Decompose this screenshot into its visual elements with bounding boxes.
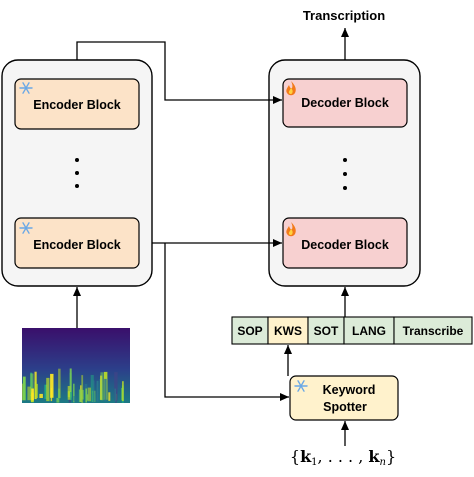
- encoder-block-bottom: [14, 217, 140, 269]
- decoder-block-top-label: Decoder Block: [301, 96, 389, 110]
- token-sop-label: SOP: [237, 324, 262, 338]
- arrow-encoder-to-spotter: [164, 243, 289, 401]
- keyword-spotter-box: [289, 375, 399, 421]
- decoder-block-bottom-label: Decoder Block: [301, 238, 389, 252]
- token-sot-label: SOT: [314, 324, 339, 338]
- arrow-encoder-to-decoder-top: [76, 41, 282, 104]
- snowflake-icon: [19, 82, 33, 94]
- token-sot-box: [307, 316, 345, 345]
- encoder-block-bottom-label: Encoder Block: [33, 238, 121, 252]
- token-lang-label: LANG: [352, 324, 386, 338]
- token-lang-box: [343, 316, 395, 345]
- token-transcribe-label: Transcribe: [403, 324, 464, 338]
- keyword-spotter-line2: Spotter: [323, 400, 367, 414]
- snowflake-icon: [19, 222, 33, 234]
- fire-icon: [286, 81, 296, 96]
- keywords-set: {k1, . . . , kn}: [290, 447, 396, 468]
- encoder-block-top-label: Encoder Block: [33, 98, 121, 112]
- token-kws-label: KWS: [274, 324, 302, 338]
- token-sequence: SOP KWS SOT LANG Transcribe: [231, 316, 473, 345]
- encoder-block-top: [14, 78, 140, 130]
- keyword-spotter-line1: Keyword: [323, 383, 376, 397]
- token-kws-box: [267, 316, 309, 345]
- encoder-ellipsis: [75, 158, 79, 188]
- fire-icon: [286, 222, 296, 237]
- output-transcription-label: Transcription: [303, 8, 385, 23]
- spectrogram-image: [22, 328, 130, 403]
- snowflake-icon: [294, 380, 308, 392]
- decoder-block-bottom: [282, 217, 408, 269]
- decoder-block-top: [282, 78, 408, 128]
- token-transcribe-box: [393, 316, 473, 345]
- decoder-ellipsis: [343, 158, 347, 190]
